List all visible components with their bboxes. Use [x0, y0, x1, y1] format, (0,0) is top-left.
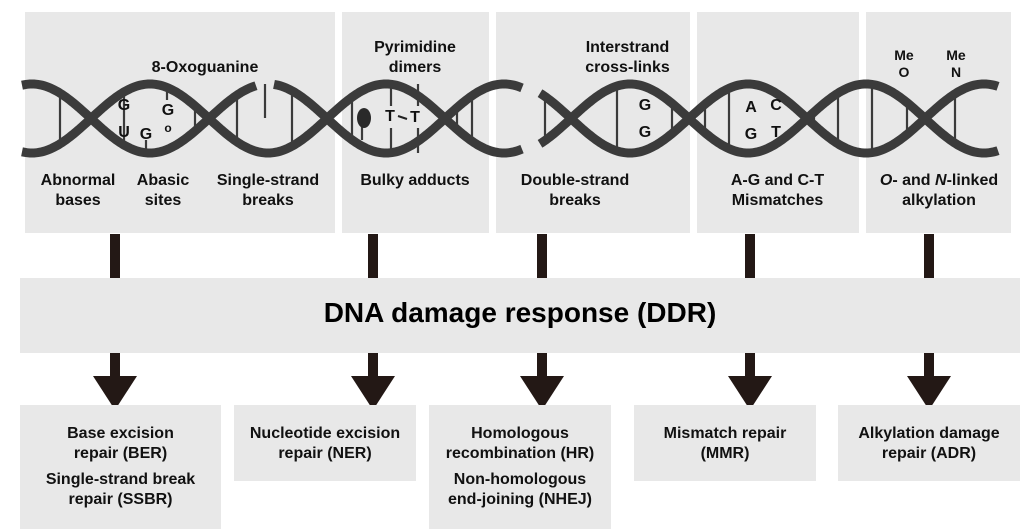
down-arrow — [537, 353, 547, 379]
damage-label-single-strand-breaks: Single-strand breaks — [216, 172, 320, 209]
repair-text-ber-ssbr: Base excision repair (BER) Single-strand… — [20, 424, 221, 510]
label-alkylation: alkylation — [902, 192, 976, 209]
repair-text-ner: Nucleotide excision repair (NER) — [234, 424, 416, 464]
arrowhead-icon — [93, 376, 137, 410]
damage-label-alkylation: O- and N-linked alkylation — [868, 171, 1010, 211]
repair-ber: Base excision repair (BER) — [67, 425, 174, 462]
damage-panel-alkylation — [866, 12, 1011, 233]
dimer-bond — [397, 115, 408, 120]
base-letter: G — [161, 102, 175, 119]
base-letter: o — [164, 121, 172, 135]
base-letter: G — [638, 97, 652, 114]
down-arrow — [368, 353, 378, 379]
arrowhead-icon — [351, 376, 395, 410]
base-letter: U — [118, 124, 130, 141]
repair-box-adr — [838, 405, 1020, 481]
damage-panel-base-lesions — [25, 12, 335, 233]
base-letter: C — [770, 97, 782, 114]
dna-strand-a — [21, 79, 524, 158]
connector-arrow — [110, 234, 120, 278]
label-o: O — [879, 172, 893, 189]
repair-box-mmr — [634, 405, 816, 481]
base-letter: G — [117, 97, 131, 114]
repair-box-ber-ssbr — [20, 405, 221, 529]
down-arrow — [924, 353, 934, 379]
dna-strand-b — [537, 79, 1000, 158]
base-letter: T — [385, 108, 395, 125]
repair-mmr: Mismatch repair (MMR) — [663, 425, 787, 462]
arrowhead-icon — [520, 376, 564, 410]
repair-text-hr-nhej: Homologous recombination (HR) Non-homolo… — [429, 424, 611, 510]
dna-strand-b — [21, 79, 524, 158]
damage-panel-mismatches — [697, 12, 859, 233]
base-letter: T — [771, 124, 781, 141]
damage-label-abasic-sites: Abasic sites — [136, 172, 190, 209]
base-letter: A — [745, 99, 757, 116]
ddr-band — [20, 278, 1020, 353]
repair-hr: Homologous recombination (HR) — [445, 425, 595, 462]
damage-label-double-strand-breaks: Double-strand breaks — [520, 172, 630, 209]
connector-arrow — [924, 234, 934, 278]
damage-label-abnormal-bases: Abnormal bases — [40, 172, 116, 209]
methyl-label: Me — [946, 47, 966, 63]
label-linked: -linked — [946, 172, 999, 189]
oxygen-label: O — [898, 64, 910, 80]
nitrogen-label: N — [950, 64, 962, 80]
arrowhead-icon — [728, 376, 772, 410]
base-letter: G — [139, 126, 153, 143]
connector-arrow — [537, 234, 547, 278]
damage-panel-strand-breaks — [496, 12, 690, 233]
dna-helix-illustration — [21, 79, 1000, 158]
repair-ner: Nucleotide excision repair (NER) — [249, 425, 401, 462]
down-arrow — [745, 353, 755, 379]
label-and: - and — [892, 172, 935, 189]
connector-arrow — [368, 234, 378, 278]
crosslinks-label: Interstrand cross-links — [585, 39, 670, 76]
base-letter: G — [744, 126, 758, 143]
repair-nhej: Non-homologous end-joining (NHEJ) — [448, 471, 592, 508]
base-letter: G — [638, 124, 652, 141]
oxoguanine-label: 8-Oxoguanine — [151, 59, 259, 76]
repair-ssbr: Single-strand break repair (SSBR) — [45, 471, 196, 508]
repair-adr: Alkylation damage repair (ADR) — [858, 425, 1000, 462]
dna-strand-a — [537, 79, 1000, 158]
ddr-title: DNA damage response (DDR) — [323, 297, 717, 328]
connector-arrow — [745, 234, 755, 278]
arrowhead-icon — [907, 376, 951, 410]
bulky-adduct-icon — [357, 108, 371, 128]
pyrimidine-dimers-label: Pyrimidine dimers — [374, 39, 456, 76]
repair-box-hr-nhej — [429, 405, 611, 529]
methyl-label: Me — [894, 47, 914, 63]
repair-text-adr: Alkylation damage repair (ADR) — [838, 424, 1020, 464]
down-arrow — [110, 353, 120, 379]
repair-text-mmr: Mismatch repair (MMR) — [634, 424, 816, 464]
damage-label-bulky-adducts: Bulky adducts — [360, 172, 470, 189]
base-letter: T — [410, 109, 420, 126]
damage-label-mismatches: A-G and C-T Mismatches — [730, 172, 825, 209]
label-n: N — [935, 172, 947, 189]
repair-box-ner — [234, 405, 416, 481]
